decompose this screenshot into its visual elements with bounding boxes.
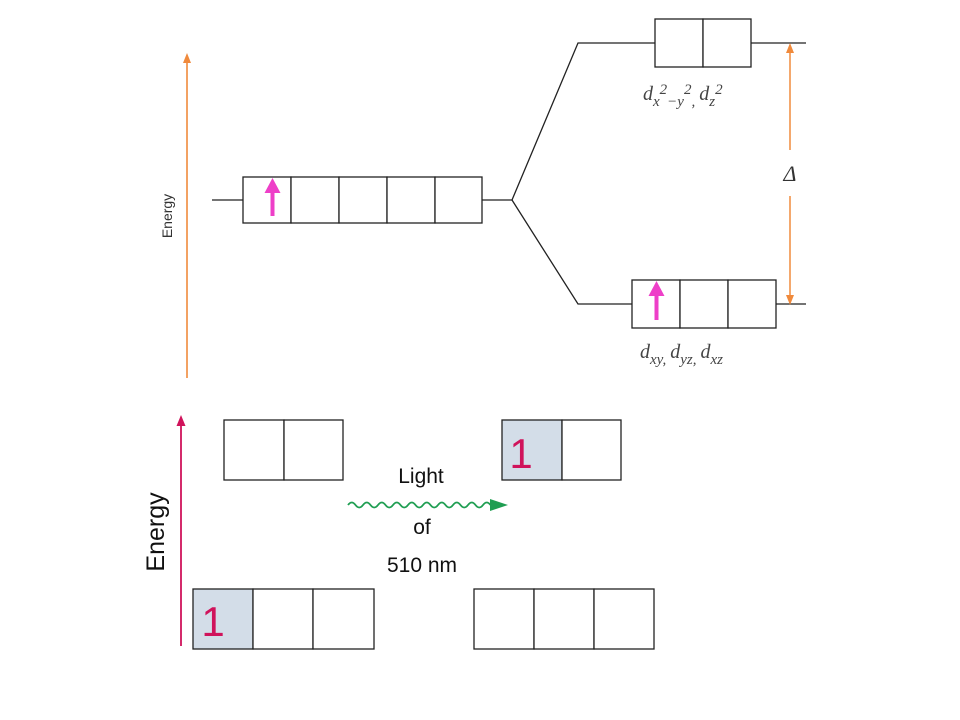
upper-energy-label: Energy bbox=[159, 194, 175, 238]
eg-orbital-label: dx2−y2,dz2 bbox=[643, 82, 723, 110]
light-of-label: of bbox=[413, 516, 431, 539]
eg-orbitals bbox=[654, 18, 752, 68]
orbital-box bbox=[561, 419, 622, 481]
orbital-box bbox=[434, 176, 483, 224]
orbital-box bbox=[338, 176, 388, 224]
light-label: Light bbox=[398, 465, 444, 488]
lower-energy-label: Energy bbox=[142, 492, 170, 572]
orbital-box bbox=[473, 588, 535, 650]
orbital-box bbox=[386, 176, 436, 224]
orbital-box bbox=[533, 588, 595, 650]
orbital-box bbox=[242, 176, 292, 224]
lower-diagram: Energy 1 Light of 510 nm 1 bbox=[142, 415, 655, 650]
orbital-box-filled bbox=[501, 419, 563, 481]
electron-up-arrow-icon bbox=[264, 178, 281, 216]
orbital-box bbox=[252, 588, 314, 650]
orbital-box bbox=[223, 419, 285, 481]
electron-marker: 1 bbox=[509, 430, 532, 477]
orbital-box bbox=[727, 279, 777, 329]
orbital-box bbox=[702, 18, 752, 68]
orbital-box bbox=[283, 419, 344, 481]
orbital-box bbox=[312, 588, 375, 650]
split-line bbox=[482, 42, 655, 201]
photon-wave-icon bbox=[347, 501, 492, 509]
orbital-box bbox=[593, 588, 655, 650]
ground-state-eg bbox=[223, 419, 344, 481]
photon-arrowhead-icon bbox=[490, 499, 508, 511]
degenerate-d-orbitals bbox=[242, 176, 483, 224]
wavelength-label: 510 nm bbox=[387, 554, 457, 577]
split-line bbox=[511, 199, 632, 305]
t2g-orbital-label: dxy,dyz,dxz bbox=[640, 341, 723, 368]
delta-label: Δ bbox=[783, 161, 797, 186]
ground-state-t2g bbox=[192, 588, 375, 650]
excited-state-t2g bbox=[473, 588, 655, 650]
orbital-box bbox=[679, 279, 729, 329]
orbital-box-filled bbox=[192, 588, 254, 650]
orbital-box bbox=[290, 176, 340, 224]
electron-up-arrow-icon bbox=[648, 281, 665, 320]
upper-diagram: Energy bbox=[159, 18, 806, 378]
excited-state-eg bbox=[501, 419, 622, 481]
orbital-box bbox=[654, 18, 704, 68]
electron-marker: 1 bbox=[201, 598, 224, 645]
